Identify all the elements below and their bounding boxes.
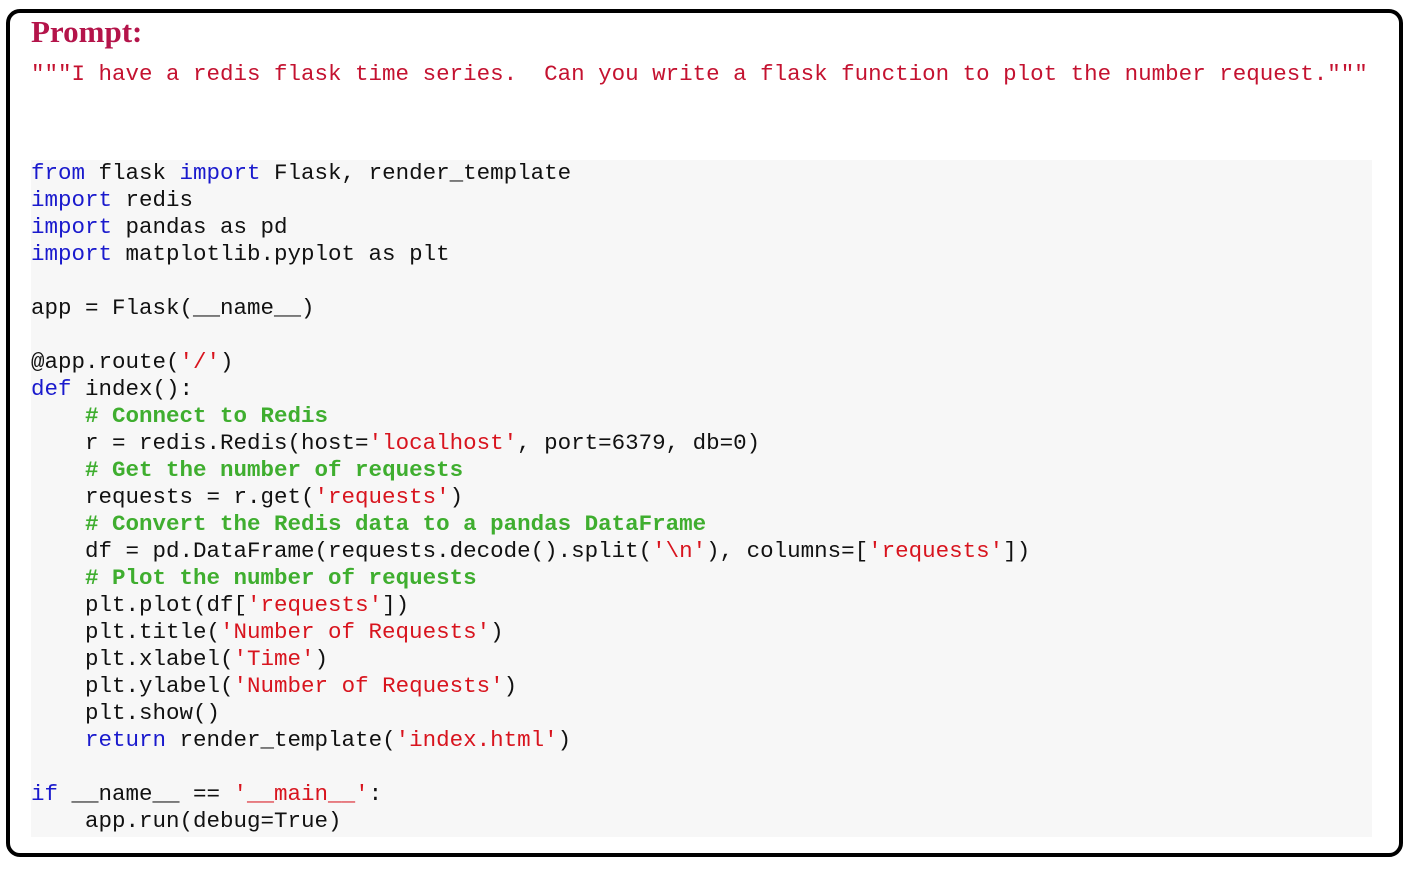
code-string: 'requests'	[868, 538, 1004, 564]
code-text: ])	[1003, 538, 1031, 564]
code-line: plt.plot(df['requests'])	[31, 592, 1372, 619]
prompt-heading: Prompt:	[31, 14, 143, 49]
code-text: app = Flask(__name__)	[31, 295, 315, 321]
code-text	[31, 403, 85, 429]
code-line: if __name__ == '__main__':	[31, 781, 1372, 808]
code-line: app.run(debug=True)	[31, 808, 1372, 835]
code-text: matplotlib.pyplot as plt	[112, 241, 450, 267]
code-string: 'localhost'	[368, 430, 518, 456]
code-text: plt.title(	[31, 619, 221, 645]
code-string: '\n'	[652, 538, 707, 564]
code-keyword: if	[31, 781, 59, 807]
code-text: @app.route(	[31, 349, 180, 375]
code-line: # Plot the number of requests	[31, 565, 1372, 592]
code-block: from flask import Flask, render_template…	[31, 160, 1372, 837]
code-line: # Convert the Redis data to a pandas Dat…	[31, 511, 1372, 538]
code-line: import redis	[31, 187, 1372, 214]
code-keyword: import	[31, 187, 113, 213]
code-text: render_template(	[166, 727, 396, 753]
code-line: df = pd.DataFrame(requests.decode().spli…	[31, 538, 1372, 565]
code-text: __name__ ==	[58, 781, 234, 807]
code-line: plt.ylabel('Number of Requests')	[31, 673, 1372, 700]
code-text: ), columns=[	[706, 538, 869, 564]
code-line: requests = r.get('requests')	[31, 484, 1372, 511]
code-text: redis	[112, 187, 194, 213]
code-keyword: import	[31, 241, 113, 267]
code-line	[31, 754, 1372, 781]
code-text: , port=6379, db=0)	[517, 430, 761, 456]
code-text: )	[449, 484, 464, 510]
code-keyword: from	[31, 160, 86, 186]
code-line: def index():	[31, 376, 1372, 403]
code-text	[31, 457, 85, 483]
code-keyword: return	[85, 727, 167, 753]
code-string: 'requests'	[247, 592, 383, 618]
code-text: ])	[382, 592, 410, 618]
code-line: import pandas as pd	[31, 214, 1372, 241]
code-line	[31, 268, 1372, 295]
code-line: plt.xlabel('Time')	[31, 646, 1372, 673]
code-text	[31, 727, 85, 753]
code-text	[31, 511, 85, 537]
code-text: plt.plot(df[	[31, 592, 248, 618]
code-text: pandas as pd	[112, 214, 288, 240]
code-text: )	[314, 646, 329, 672]
code-text: plt.ylabel(	[31, 673, 234, 699]
code-text: :	[368, 781, 383, 807]
code-comment: # Convert the Redis data to a pandas Dat…	[85, 511, 707, 537]
code-text: )	[490, 619, 504, 645]
code-string: 'requests'	[314, 484, 450, 510]
code-line: # Connect to Redis	[31, 403, 1372, 430]
code-keyword: def	[31, 376, 72, 402]
prompt-text: """I have a redis flask time series. Can…	[31, 61, 1368, 87]
code-comment: # Plot the number of requests	[85, 565, 477, 591]
code-string: 'index.html'	[395, 727, 558, 753]
code-text: index():	[71, 376, 194, 402]
code-keyword: import	[179, 160, 261, 186]
code-string: 'Number of Requests'	[233, 673, 504, 699]
code-text: r = redis.Redis(host=	[31, 430, 369, 456]
code-text: Flask, render_template	[260, 160, 572, 186]
code-text: flask	[85, 160, 180, 186]
code-comment: # Connect to Redis	[85, 403, 329, 429]
code-string: '__main__'	[233, 781, 369, 807]
code-line	[31, 322, 1372, 349]
code-text: plt.xlabel(	[31, 646, 234, 672]
code-line: import matplotlib.pyplot as plt	[31, 241, 1372, 268]
code-string: 'Number of Requests'	[220, 619, 491, 645]
code-text: )	[503, 673, 518, 699]
code-string: '/'	[179, 349, 221, 375]
code-text: df = pd.DataFrame(requests.decode().spli…	[31, 538, 653, 564]
code-text: app.run(debug=True)	[31, 808, 342, 834]
code-keyword: import	[31, 214, 113, 240]
code-line: plt.title('Number of Requests')	[31, 619, 1372, 646]
code-comment: # Get the number of requests	[85, 457, 464, 483]
code-text: )	[220, 349, 234, 375]
code-line: # Get the number of requests	[31, 457, 1372, 484]
code-text: requests = r.get(	[31, 484, 315, 510]
code-line: @app.route('/')	[31, 349, 1372, 376]
code-string: 'Time'	[233, 646, 315, 672]
code-line: app = Flask(__name__)	[31, 295, 1372, 322]
code-text: )	[557, 727, 572, 753]
code-line: from flask import Flask, render_template	[31, 160, 1372, 187]
code-line: r = redis.Redis(host='localhost', port=6…	[31, 430, 1372, 457]
code-line: plt.show()	[31, 700, 1372, 727]
code-text: plt.show()	[31, 700, 221, 726]
code-text	[31, 565, 85, 591]
code-line: return render_template('index.html')	[31, 727, 1372, 754]
